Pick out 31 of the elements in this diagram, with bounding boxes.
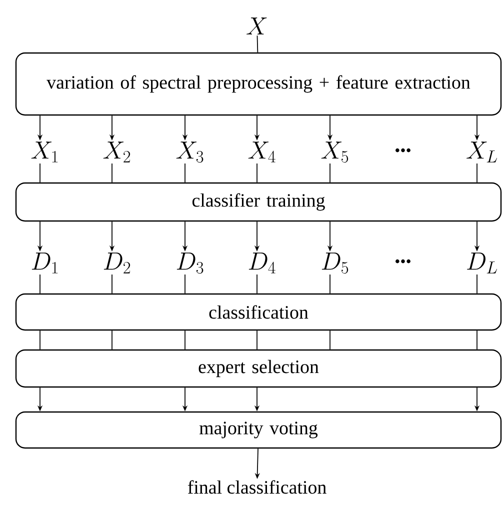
connector-line: [256, 274, 258, 294]
connector-line: [256, 35, 258, 53]
process-box: variation of spectral preprocessing + feature extraction: [15, 52, 502, 116]
math-symbol: $X_4$: [248, 142, 276, 162]
math-symbol: $D_4$: [248, 252, 276, 274]
connector-line: [476, 330, 478, 350]
process-box: majority voting: [15, 411, 502, 449]
connector-line: [184, 163, 186, 183]
connector-line: [184, 330, 186, 350]
math-symbol: $X_5$: [321, 142, 348, 163]
math-symbol: $D_L$: [467, 252, 497, 274]
ellipsis: •••: [396, 148, 410, 152]
connector-line: [256, 330, 258, 350]
output-label: final classification: [188, 480, 326, 494]
math-symbol: $D_2$: [104, 252, 130, 274]
connector-line: [184, 274, 186, 294]
math-symbol: $X_1$: [31, 142, 58, 162]
math-symbol: $X_L$: [466, 142, 497, 162]
process-box: classification: [15, 293, 502, 331]
math-symbol: $X_2$: [103, 142, 130, 162]
math-symbol: $D_1$: [32, 252, 58, 274]
connector-line: [256, 163, 258, 183]
connector-line: [476, 163, 478, 183]
connector-line: [476, 274, 478, 294]
math-symbol: $D_3$: [176, 252, 204, 274]
math-symbol: $X$: [246, 18, 267, 34]
process-box: expert selection: [15, 349, 502, 388]
math-symbol: $X_3$: [176, 142, 204, 163]
process-box: classifier training: [15, 182, 502, 222]
math-symbol: $D_5$: [322, 252, 348, 274]
ellipsis: •••: [396, 259, 410, 264]
